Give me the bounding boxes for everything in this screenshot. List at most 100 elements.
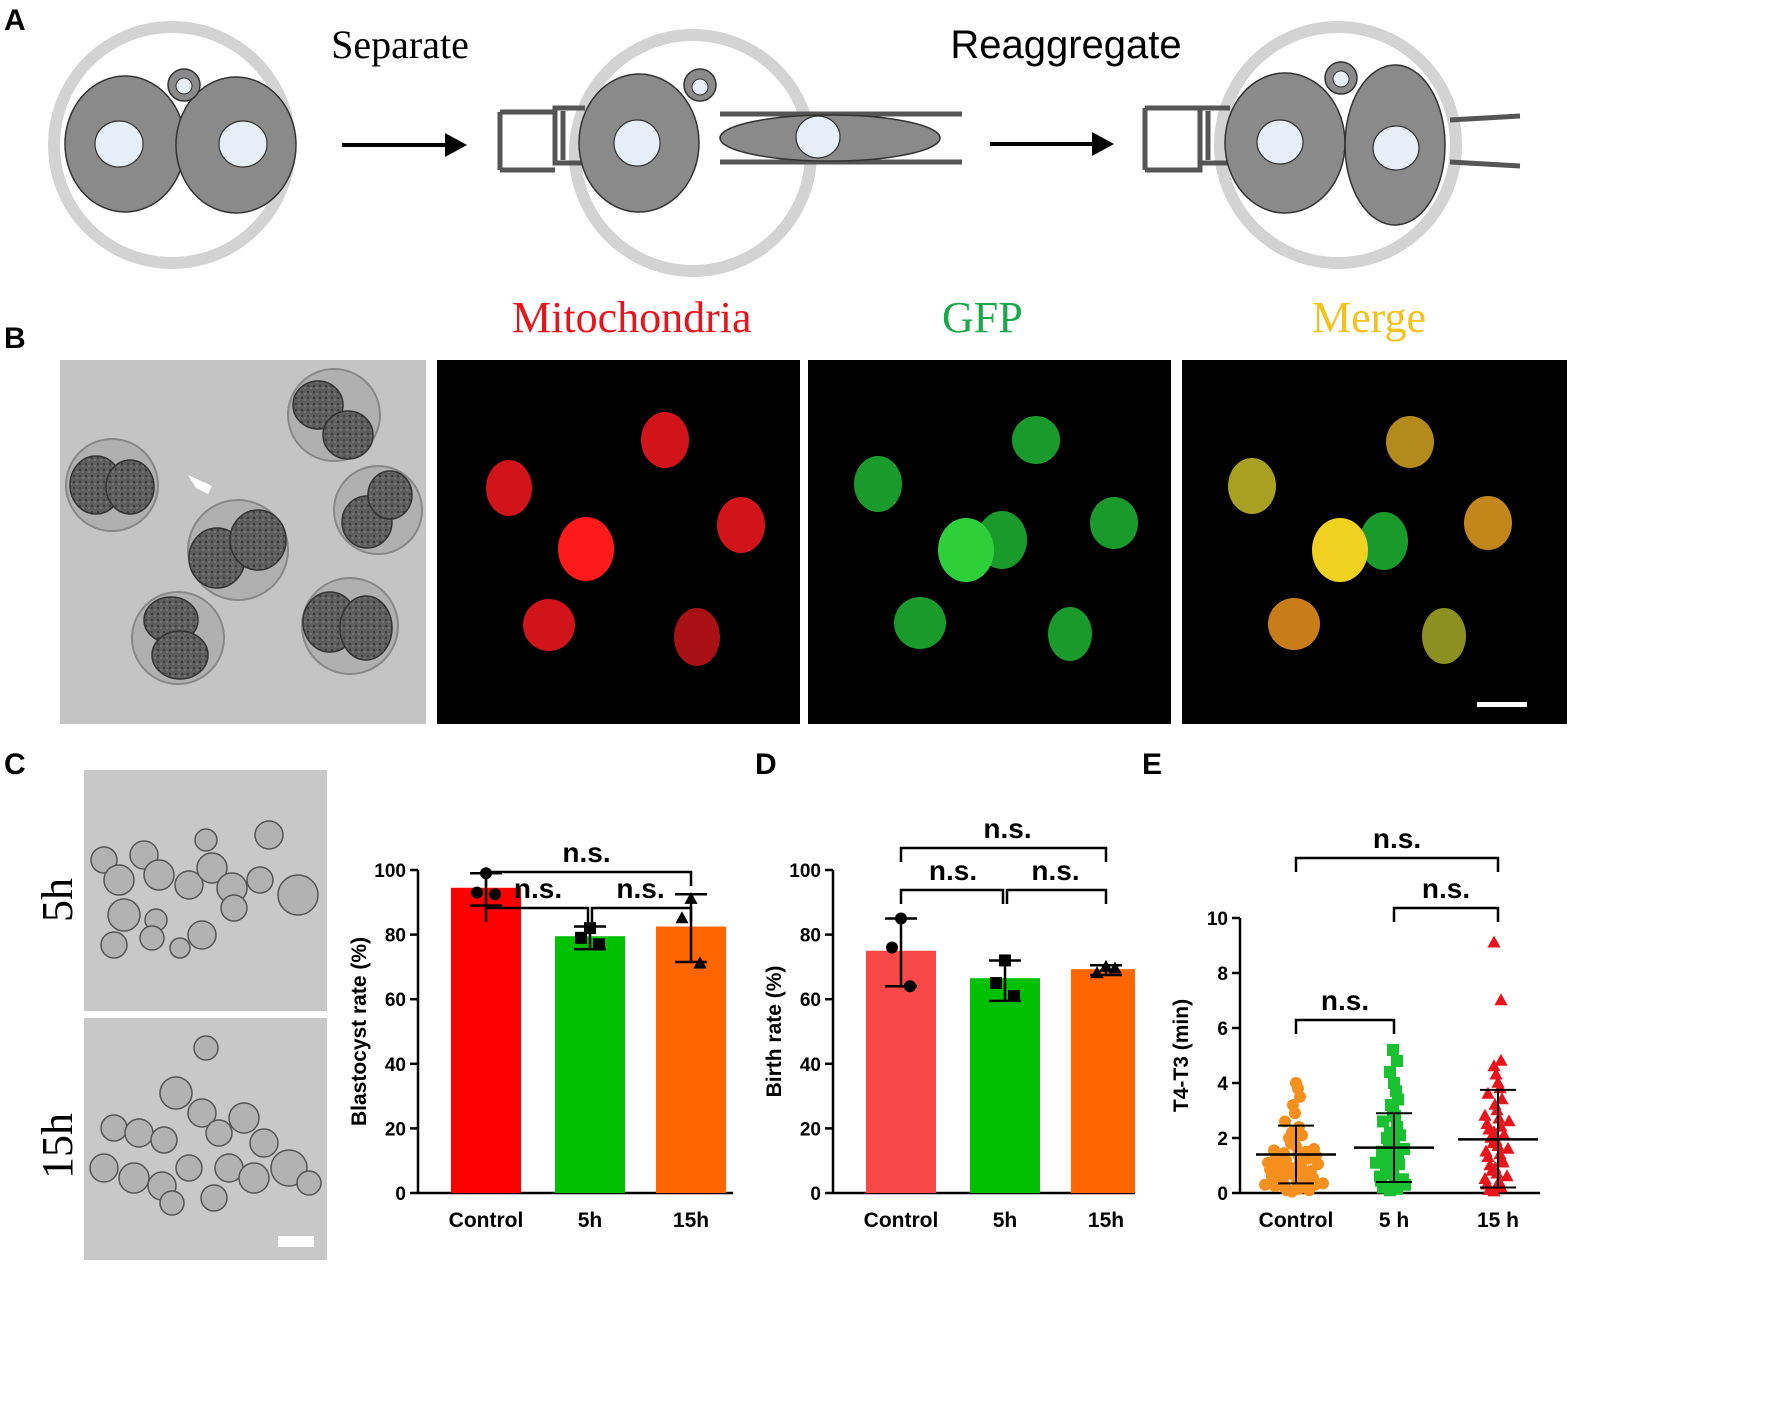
arrow-reaggregate	[990, 132, 1114, 156]
data-point	[489, 888, 501, 901]
embryo-image-5h	[84, 770, 327, 1011]
significance-bracket	[899, 846, 1108, 862]
y-tick-label: 20	[385, 1119, 406, 1140]
y-tick-label: 100	[374, 861, 406, 882]
data-point	[1259, 1178, 1271, 1191]
data-point	[886, 941, 898, 954]
significance-bracket	[1005, 888, 1108, 904]
data-point	[1391, 1121, 1403, 1133]
data-point	[1279, 1115, 1291, 1128]
data-point	[1480, 1117, 1494, 1130]
y-tick-label: 8	[1217, 964, 1228, 985]
data-point	[1384, 1066, 1396, 1078]
data-point	[1489, 1067, 1503, 1080]
data-point	[1478, 1108, 1492, 1121]
data-point	[684, 891, 698, 904]
significance-label: n.s.	[514, 873, 562, 904]
significance-bracket	[590, 906, 693, 922]
y-tick-label: 6	[1217, 1019, 1228, 1040]
data-point	[990, 977, 1002, 990]
data-point	[1481, 1086, 1495, 1099]
data-point	[1308, 1143, 1320, 1155]
data-point	[1494, 1053, 1508, 1066]
arrow-separate	[342, 133, 467, 157]
data-point	[999, 954, 1011, 967]
significance-label: n.s.	[983, 813, 1031, 844]
data-point	[1377, 1115, 1389, 1128]
data-point	[1479, 1144, 1493, 1157]
data-point	[575, 931, 587, 944]
significance-label: n.s.	[1321, 985, 1369, 1016]
x-tick-label: 15h	[1088, 1209, 1124, 1232]
data-point	[1287, 1099, 1299, 1111]
data-point	[1278, 1147, 1290, 1160]
y-tick-label: 20	[800, 1119, 821, 1140]
embryo-separating	[497, 29, 962, 277]
image-label-5h: 5h	[33, 878, 82, 922]
data-point	[1493, 1147, 1507, 1160]
significance-bracket	[1392, 906, 1500, 922]
y-tick-label: 4	[1217, 1074, 1228, 1095]
scale-bar	[1477, 702, 1527, 707]
label-reaggregate: Reaggregate	[950, 23, 1181, 67]
x-tick-label: 5h	[993, 1209, 1018, 1232]
channel-title-gfp: GFP	[942, 293, 1023, 342]
significance-label: n.s.	[1422, 873, 1470, 904]
x-tick-label: 5h	[578, 1209, 603, 1232]
data-point	[593, 938, 605, 951]
label-separate: Separate	[331, 22, 469, 67]
data-point	[1388, 1077, 1400, 1089]
y-tick-label: 10	[1207, 909, 1228, 930]
y-tick-label: 2	[1217, 1129, 1228, 1150]
data-point	[1478, 1172, 1492, 1185]
channel-title-mitochondria: Mitochondria	[512, 293, 752, 342]
panel-label-c: C	[4, 748, 26, 781]
data-point	[1487, 1059, 1501, 1072]
data-point	[904, 980, 916, 993]
y-tick-label: 60	[800, 990, 821, 1011]
significance-label: n.s.	[562, 837, 610, 868]
y-axis-label: Blastocyst rate (%)	[348, 937, 371, 1126]
significance-bracket	[899, 888, 1005, 904]
data-point	[471, 886, 483, 899]
data-point	[1391, 1055, 1403, 1067]
data-point	[1483, 1158, 1497, 1171]
brightfield-image	[60, 360, 426, 724]
panel-label-a: A	[4, 4, 26, 37]
x-tick-label: 5 h	[1379, 1209, 1409, 1232]
y-tick-label: 0	[810, 1184, 821, 1205]
data-point	[693, 956, 707, 969]
y-tick-label: 80	[385, 926, 406, 947]
significance-bracket	[1294, 856, 1500, 872]
significance-label: n.s.	[616, 873, 664, 904]
y-tick-label: 60	[385, 990, 406, 1011]
significance-label: n.s.	[929, 855, 977, 886]
y-axis-label: T4-T3 (min)	[1170, 999, 1193, 1112]
bar	[656, 926, 726, 1193]
y-tick-label: 0	[395, 1184, 406, 1205]
gfp-image	[808, 360, 1171, 724]
mitochondria-image	[437, 360, 800, 724]
x-tick-label: Control	[449, 1209, 524, 1232]
bar	[1071, 969, 1135, 1193]
data-point	[1108, 961, 1122, 974]
significance-label: n.s.	[1373, 823, 1421, 854]
y-tick-label: 40	[385, 1055, 406, 1076]
arrowhead-marker	[188, 475, 212, 494]
y-axis-label: Birth rate (%)	[763, 966, 786, 1098]
data-point	[584, 922, 596, 935]
data-point	[1387, 1044, 1399, 1056]
data-point	[895, 912, 907, 925]
embryo-intact	[48, 21, 297, 269]
data-point	[1487, 935, 1501, 948]
x-tick-label: 15 h	[1477, 1209, 1519, 1232]
data-point	[1099, 959, 1113, 972]
data-point	[1491, 1075, 1505, 1088]
panel-label-e: E	[1142, 748, 1163, 781]
bar	[451, 887, 521, 1193]
data-point	[1502, 1114, 1516, 1127]
channel-title-merge: Merge	[1312, 293, 1427, 342]
